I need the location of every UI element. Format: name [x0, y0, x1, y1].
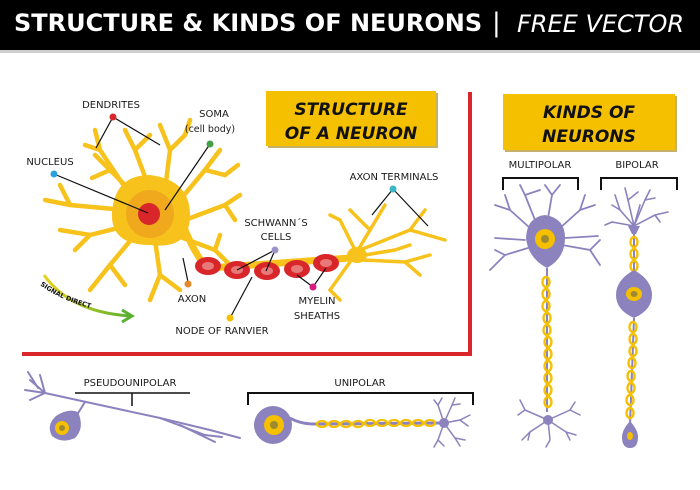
- banner-subtitle: FREE VECTOR: [517, 10, 685, 38]
- label-schwann-line1: SCHWANN´S: [244, 217, 307, 229]
- structure-heading-line1: STRUCTURE: [294, 100, 408, 120]
- nucleus-marker: [50, 170, 58, 178]
- axon-marker: [184, 280, 192, 288]
- structure-frame: [22, 92, 472, 356]
- label-myelin-line1: MYELIN: [298, 296, 335, 307]
- schwann-marker: [271, 246, 279, 254]
- label-node-of-ranvier: NODE OF RANVIER: [175, 326, 268, 337]
- bipolar-bracket: [600, 177, 678, 190]
- myelin-marker: [309, 283, 317, 291]
- label-soma: SOMA: [199, 109, 229, 120]
- multipolar-myelin: [541, 275, 553, 409]
- unipolar-neuron: [254, 397, 471, 448]
- banner-separator: |: [492, 8, 501, 38]
- kinds-heading-line2: NEURONS: [542, 127, 636, 147]
- axon-hillock-terminal: [347, 247, 367, 263]
- multipolar-bracket: [502, 177, 579, 190]
- banner-shadow: [0, 50, 700, 53]
- label-unipolar: UNIPOLAR: [334, 378, 385, 389]
- label-soma-sub: (cell body): [185, 124, 235, 135]
- multipolar-neuron: [489, 184, 601, 448]
- label-nucleus: NUCLEUS: [26, 157, 73, 168]
- label-dendrites: DENDRITES: [82, 100, 140, 111]
- label-axon-terminals: AXON TERMINALS: [350, 172, 439, 183]
- kinds-heading: KINDS OF NEURONS: [503, 94, 677, 152]
- axon-terminals: [327, 203, 447, 302]
- label-axon: AXON: [178, 294, 206, 305]
- axon-terminals-marker: [389, 185, 397, 193]
- label-signal-direction: SIGNAL DIRECTION: [0, 0, 93, 310]
- myelin-sheaths: [195, 254, 339, 280]
- label-bipolar: BIPOLAR: [615, 160, 658, 171]
- soma-marker: [206, 140, 214, 148]
- banner-title: STRUCTURE & KINDS OF NEURONS: [14, 9, 483, 37]
- dendrites-marker: [109, 113, 117, 121]
- structure-heading: STRUCTURE OF A NEURON: [266, 91, 438, 148]
- kinds-heading-line1: KINDS OF: [543, 103, 635, 123]
- nucleus: [138, 203, 160, 225]
- label-myelin-line2: SHEATHS: [294, 311, 340, 322]
- title-banner: STRUCTURE & KINDS OF NEURONS | FREE VECT…: [0, 0, 700, 50]
- node-marker: [226, 314, 234, 322]
- bipolar-neuron: [604, 187, 669, 448]
- label-schwann-line2: CELLS: [261, 232, 292, 243]
- unipolar-bracket: [247, 392, 474, 405]
- pseudounipolar-bracket: [75, 392, 190, 406]
- label-pseudounipolar: PSEUDOUNIPOLAR: [84, 378, 177, 389]
- structure-heading-line2: OF A NEURON: [285, 124, 417, 144]
- label-multipolar: MULTIPOLAR: [509, 160, 572, 171]
- pseudounipolar-neuron: [24, 371, 241, 443]
- signal-direction-arrow: [42, 274, 135, 324]
